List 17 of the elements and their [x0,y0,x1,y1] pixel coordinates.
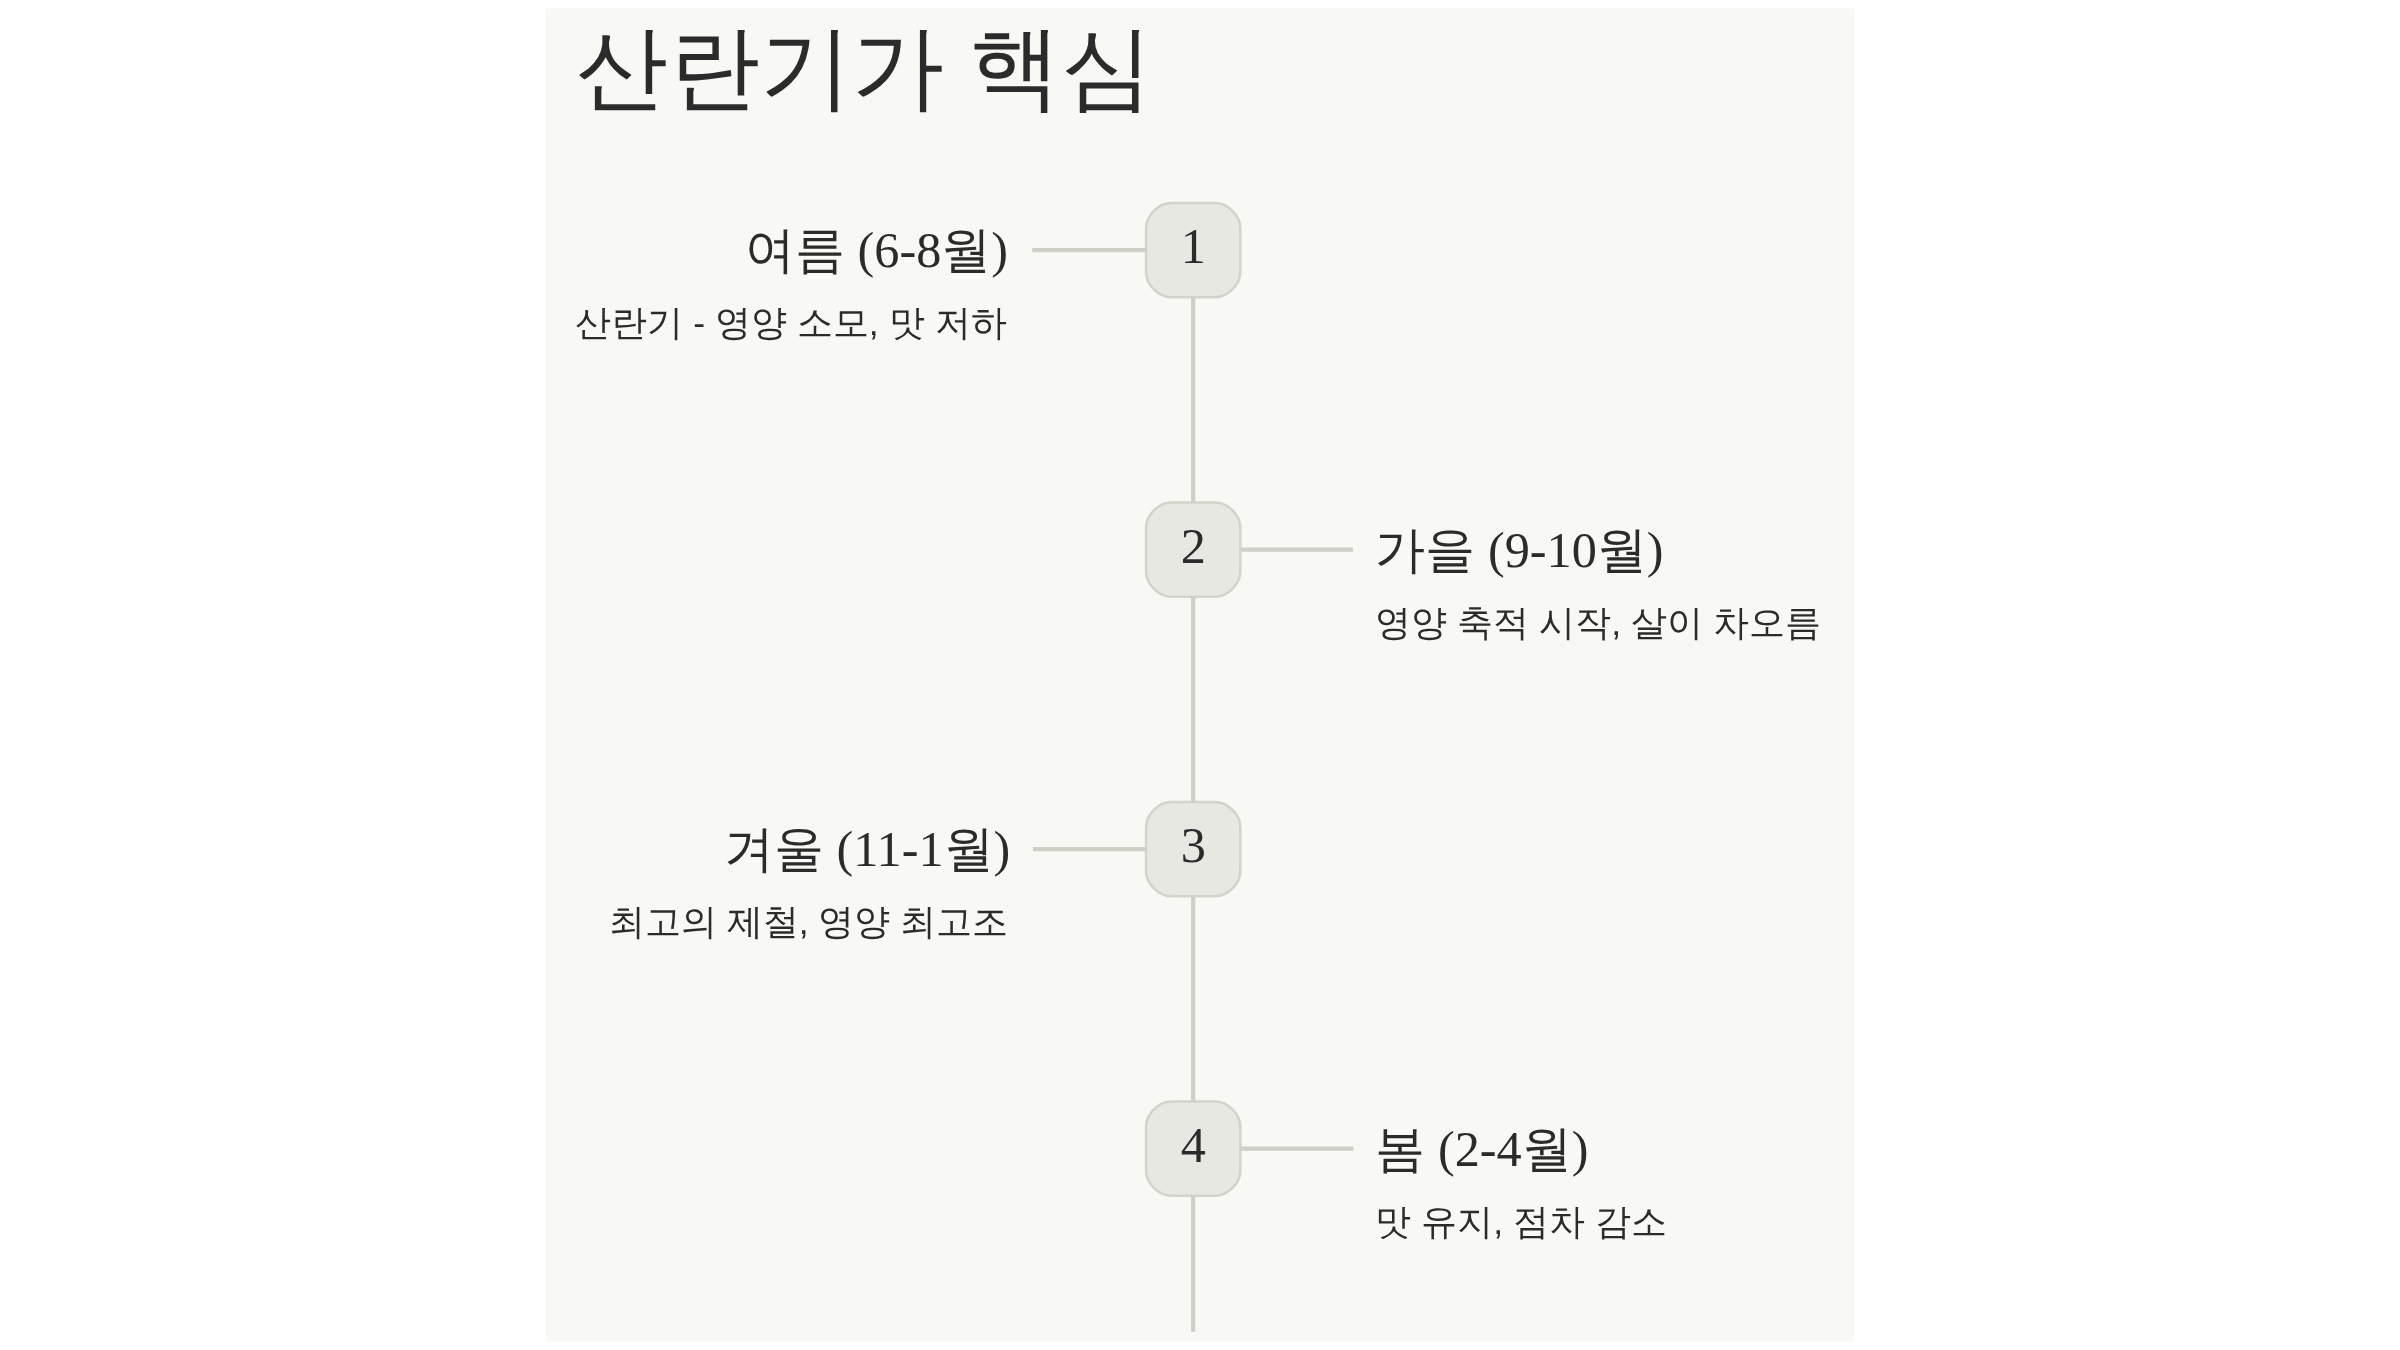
node-text: 겨울 (11-1월) 최고의 제철, 영양 최고조 [608,821,1011,943]
connector [1240,547,1353,552]
node-box: 1 [1144,201,1242,299]
node-text: 여름 (6-8월) 산란기 - 영양 소모, 맛 저하 [575,222,1008,344]
node-box: 3 [1144,800,1242,898]
connector [1191,297,1196,503]
diagram-title: 산란기가 핵심 [575,15,1154,119]
node-box: 2 [1144,501,1242,598]
node-text: 봄 (2-4월) 맛 유지, 점차 감소 [1375,1120,1667,1242]
connector [1032,248,1147,253]
node-box: 4 [1144,1100,1242,1198]
connector [1191,896,1196,1102]
connector [1240,1146,1354,1151]
connector [1033,847,1146,852]
connector [1191,597,1196,802]
node-text: 가을 (9-10월) 영양 축적 시작, 살이 차오름 [1375,521,1821,643]
connector [1191,1196,1196,1332]
